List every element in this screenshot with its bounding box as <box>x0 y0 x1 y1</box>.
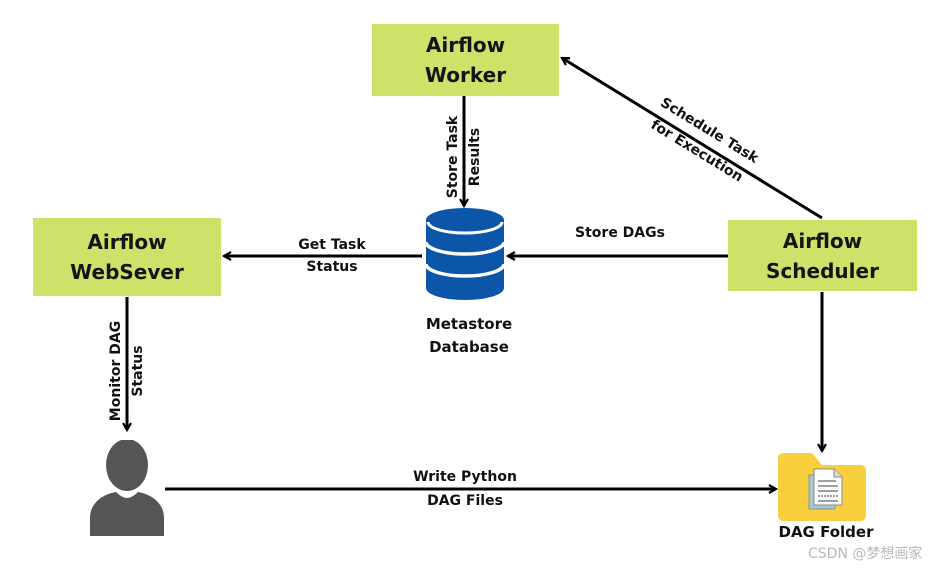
worker-line1: Airflow <box>425 33 506 57</box>
store-task-results-line1: Store Task <box>445 115 461 199</box>
scheduler-line2: Scheduler <box>766 258 879 283</box>
dag-folder-label: DAG Folder <box>778 523 874 541</box>
airflow-scheduler-node[interactable]: Airflow Scheduler <box>728 220 917 291</box>
monitor-dag-status-line1: Monitor DAG <box>108 320 124 422</box>
airflow-webserver-node[interactable]: Airflow WebSever <box>33 218 221 296</box>
write-python-line2: DAG Files <box>427 493 503 509</box>
write-python-line1: Write Python <box>413 469 517 485</box>
metastore-label: Metastore Database <box>404 313 534 359</box>
folder-document-icon <box>778 453 866 521</box>
monitor-dag-status-label: Monitor DAG Status <box>105 316 149 426</box>
watermark: CSDN @梦想画家 <box>808 546 923 562</box>
monitor-dag-status-line2: Status <box>130 345 146 397</box>
airflow-worker-node[interactable]: Airflow Worker <box>372 24 559 96</box>
arrow-schedule-task <box>562 56 823 220</box>
worker-line2: Worker <box>424 63 507 87</box>
scheduler-line1: Airflow <box>782 228 863 253</box>
user-icon <box>90 440 164 536</box>
database-icon <box>424 208 506 300</box>
metastore-line1: Metastore <box>425 315 513 333</box>
metastore-line2: Database <box>429 338 509 356</box>
store-task-results-label: Store Task Results <box>442 111 486 203</box>
store-task-results-line2: Results <box>467 127 483 187</box>
get-task-status-line2: Status <box>306 259 358 275</box>
webserver-line1: Airflow <box>87 230 167 254</box>
webserver-line2: WebSever <box>70 260 184 284</box>
get-task-status-line1: Get Task <box>298 237 366 253</box>
write-python-label: Write Python DAG Files <box>390 466 540 512</box>
store-dags-label: Store DAGs <box>575 225 665 241</box>
get-task-status-label: Get Task Status <box>282 234 382 278</box>
